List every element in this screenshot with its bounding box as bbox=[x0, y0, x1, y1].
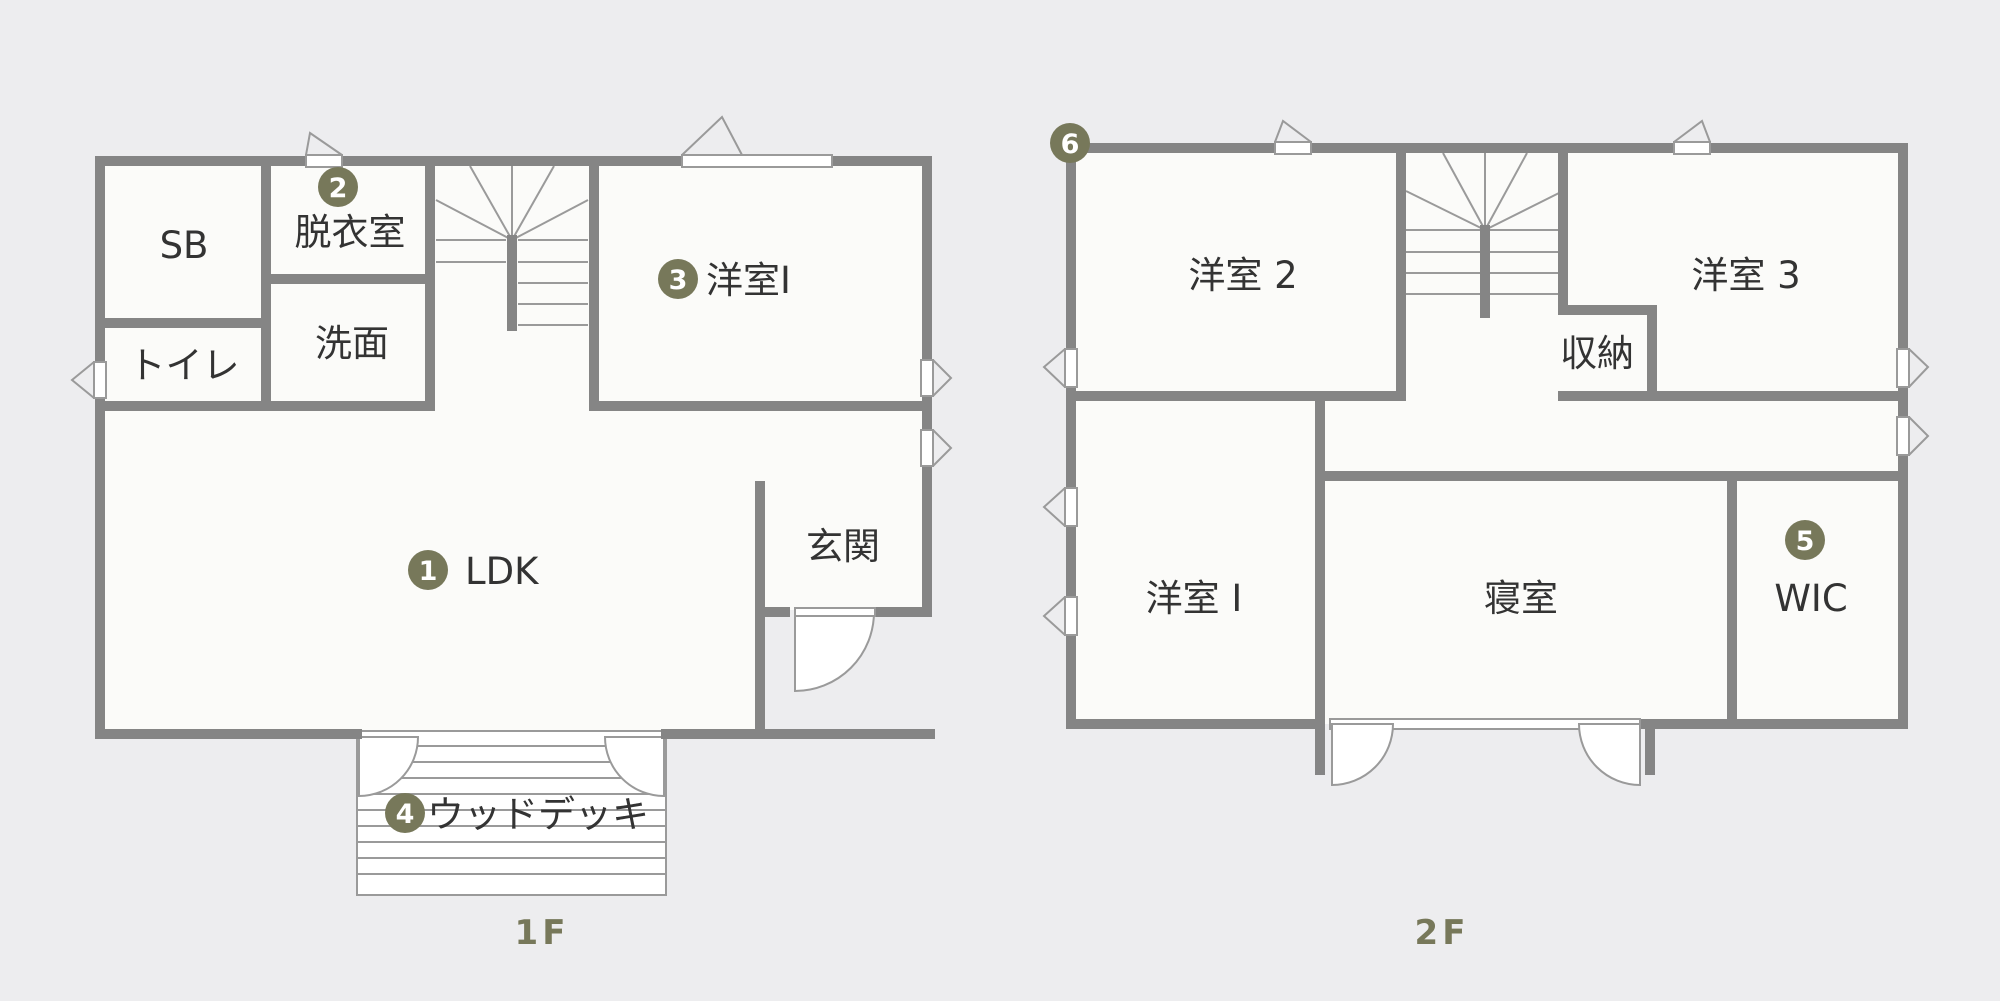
room-bedroom: 寝室 bbox=[1484, 577, 1558, 620]
badge-5-number: 5 bbox=[1796, 526, 1815, 557]
floor-2f: 6 洋室 2 洋室 3 収納 洋室 Ⅰ 寝室 5 WIC 2F bbox=[1042, 119, 1930, 953]
badge-1-number: 1 bbox=[419, 556, 438, 587]
room-toilet: トイレ bbox=[129, 344, 240, 387]
room-entrance: 玄関 bbox=[806, 525, 880, 568]
room-western-1-2f: 洋室 Ⅰ bbox=[1146, 577, 1243, 620]
badge-2 bbox=[318, 167, 358, 207]
room-dressing: 脱衣室 bbox=[295, 211, 406, 254]
badge-4-number: 4 bbox=[396, 799, 415, 830]
room-wood-deck: ウッドデッキ bbox=[427, 793, 649, 836]
room-storage: 収納 bbox=[1560, 332, 1634, 375]
deck-door-left bbox=[358, 736, 420, 798]
entrance-threshold bbox=[794, 607, 876, 617]
room-western-2: 洋室 2 bbox=[1188, 254, 1297, 297]
badge-1 bbox=[408, 550, 448, 590]
room-sb: SB bbox=[160, 224, 209, 267]
walls-2f bbox=[1066, 143, 1908, 775]
floor-1f: SB 2 脱衣室 3 洋室Ⅰ 洗面 トイレ 1 LDK 玄関 4 ウッドデッキ … bbox=[70, 115, 953, 953]
badge-4 bbox=[385, 793, 425, 833]
badge-2-number: 2 bbox=[329, 173, 348, 204]
stairs-1f bbox=[435, 165, 589, 326]
badge-6 bbox=[1050, 123, 1090, 163]
room-washroom: 洗面 bbox=[315, 322, 389, 365]
floor-label-2f: 2F bbox=[1415, 913, 1470, 953]
room-wic: WIC bbox=[1774, 577, 1847, 620]
badge-5 bbox=[1785, 520, 1825, 560]
room-western-1-1f: 洋室Ⅰ bbox=[706, 259, 791, 302]
balcony-doors-2f bbox=[1329, 718, 1641, 787]
badge-3-number: 3 bbox=[669, 265, 688, 296]
badge-3 bbox=[658, 259, 698, 299]
room-western-3: 洋室 3 bbox=[1691, 254, 1800, 297]
windows-1f bbox=[70, 115, 953, 467]
entrance-door bbox=[794, 611, 876, 693]
windows-2f bbox=[1042, 119, 1930, 636]
badge-6-number: 6 bbox=[1061, 129, 1080, 160]
floor-label-1f: 1F bbox=[515, 913, 570, 953]
room-ldk: LDK bbox=[465, 550, 540, 593]
deck-door-right bbox=[603, 736, 665, 798]
